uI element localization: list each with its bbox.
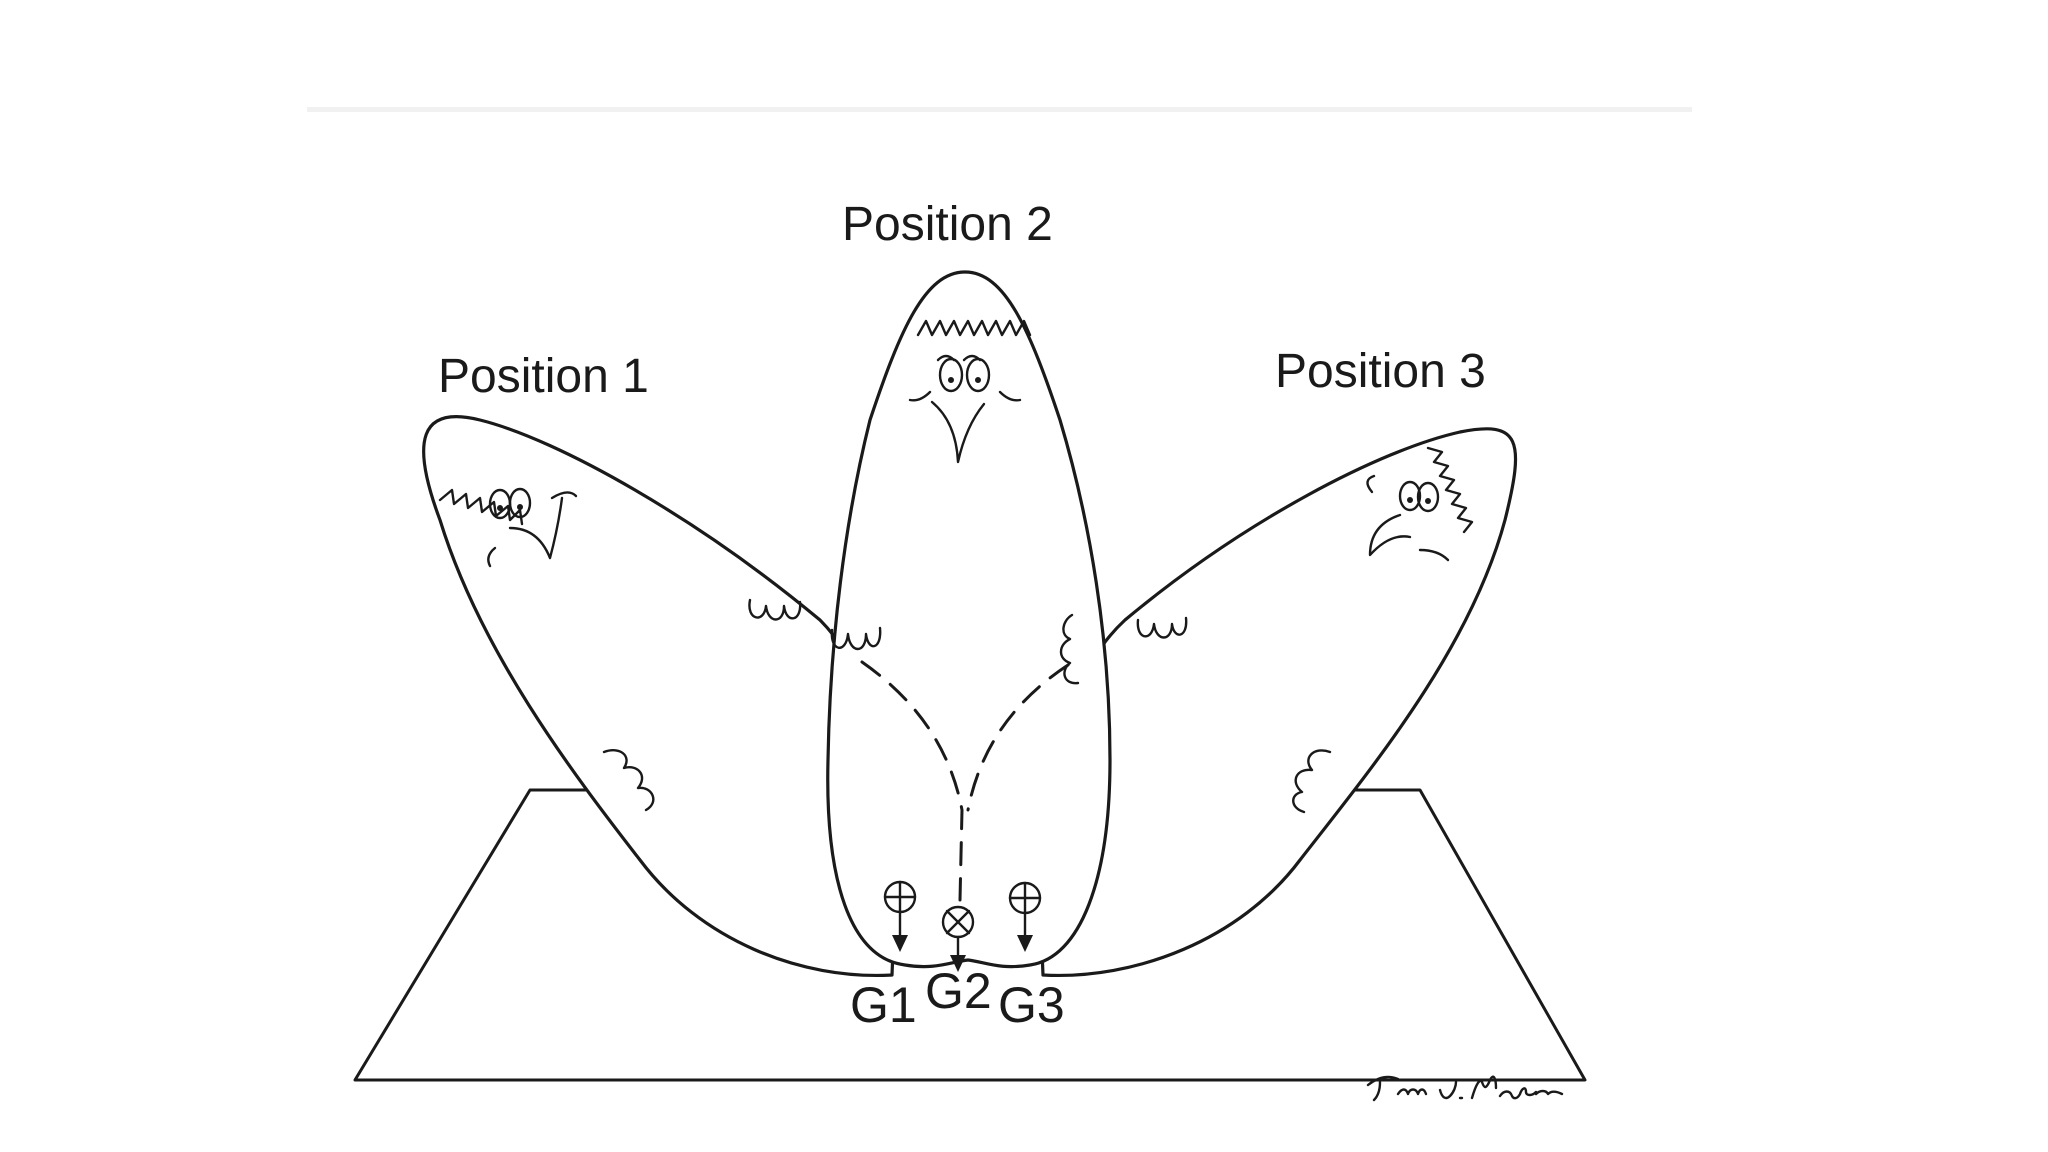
body-position-1 <box>422 415 896 978</box>
hair-position-3 <box>1426 446 1474 534</box>
dashed-path-right <box>966 663 1070 812</box>
artist-signature <box>1366 1075 1564 1102</box>
label-g3: G3 <box>998 977 1065 1033</box>
label-g1: G1 <box>850 977 917 1033</box>
support-surface <box>353 788 1587 1082</box>
top-divider <box>307 107 1692 112</box>
label-position-3: Position 3 <box>1275 345 1486 398</box>
hands <box>602 598 1332 814</box>
label-position-2: Position 2 <box>842 198 1053 251</box>
label-position-1: Position 1 <box>438 350 649 403</box>
body-position-3 <box>1039 427 1518 978</box>
gravity-marker-g2 <box>941 905 975 972</box>
hair-position-1 <box>438 488 524 526</box>
gravity-marker-g3 <box>1008 881 1042 952</box>
face-position-3 <box>1366 474 1450 562</box>
face-position-1 <box>487 487 578 568</box>
face-position-2 <box>908 354 1022 464</box>
hair-position-2 <box>916 319 1032 337</box>
body-position-2 <box>826 270 1112 969</box>
label-g2: G2 <box>925 963 992 1019</box>
gravity-marker-g1 <box>883 880 917 952</box>
